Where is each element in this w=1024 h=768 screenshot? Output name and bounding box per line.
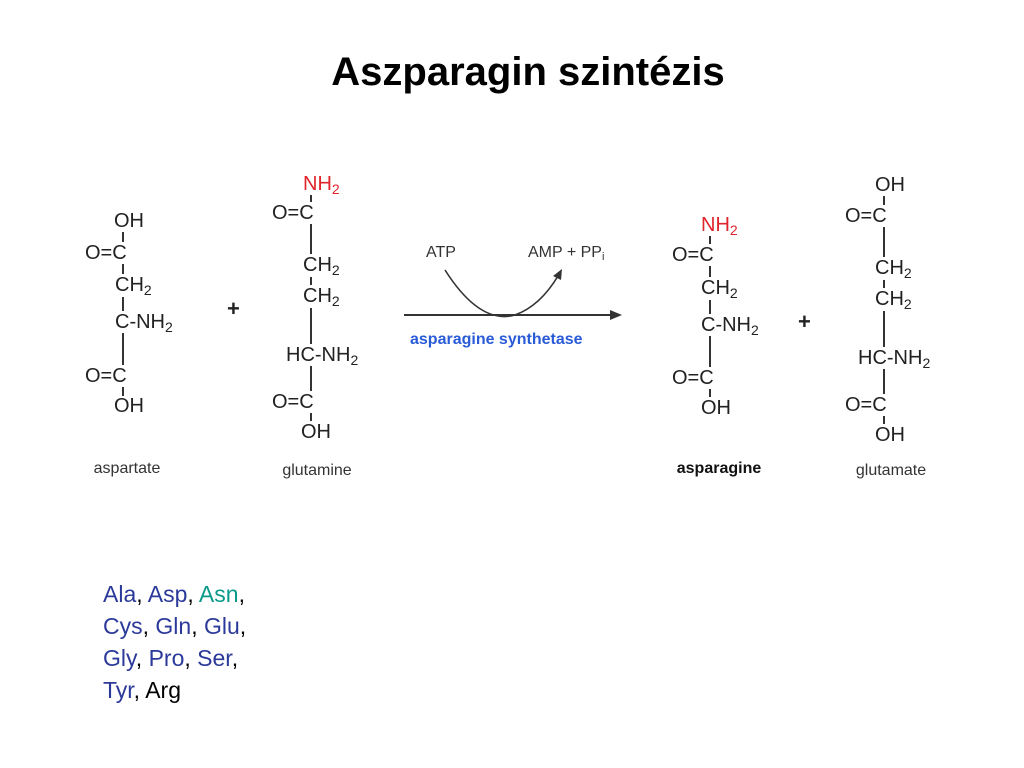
bond-line [310,366,312,391]
carboxyl-carbon-label: O=C [85,365,127,387]
bond-line [709,389,711,397]
carboxyl-carbon-label: O=C [845,394,887,416]
bond-line [883,416,885,424]
carboxyl-carbon-label: O=C [272,391,314,413]
alpha-carbon-label: HC-NH2 [286,344,359,368]
alpha-carbon-label: C-NH2 [701,314,759,338]
amino-acid-item-highlight: Asn [198,581,239,607]
bond-line [883,227,885,257]
bond-line [310,195,312,202]
bond-line [310,413,312,421]
amino-acid-line: Tyr, Arg [103,677,181,703]
amino-acid-item: Ala [103,581,137,607]
ch2-label: CH2 [875,257,912,281]
carboxyl-carbon-label: O=C [672,367,714,389]
hydroxyl-label-bottom: OH [114,395,144,417]
bond-line [883,369,885,394]
bond-line [883,280,885,288]
enzyme-label: asparagine synthetase [410,331,583,348]
carbonyl-label: O=C [85,242,127,264]
ch2-label: CH2 [701,277,738,301]
amino-acid-item: Asp [147,581,188,607]
amino-acid-line: Cys, Gln, Glu, [103,613,247,639]
plus-sign: + [227,296,240,321]
amino-acid-item: Cys [103,613,143,639]
bond-line [122,232,124,242]
bond-line [709,266,711,277]
aspartate-name: aspartate [93,460,161,477]
hydroxyl-label: OH [701,397,731,419]
hydroxyl-label-bottom: OH [875,424,905,446]
bond-line [122,387,124,396]
ch2-label: CH2 [875,288,912,312]
amp-ppi-label: AMP + PPi [528,244,605,263]
amino-acid-line: Gly, Pro, Ser, [103,645,239,671]
hydroxyl-label: OH [114,210,144,232]
bond-line [883,196,885,205]
hydroxyl-label: OH [301,421,331,443]
bond-line [883,311,885,347]
amino-acid-item: Ser [197,645,232,671]
ch2-label: CH2 [303,254,340,278]
carbonyl-label: O=C [672,244,714,266]
slide-title: Aszparagin szintézis [331,50,725,94]
amino-acid-item: Glu [203,613,240,639]
amino-acid-line: Ala, Asp, Asn, [103,581,245,607]
carbonyl-label: O=C [845,205,887,227]
amino-acid-item: Tyr [103,677,134,703]
atp-label: ATP [426,244,456,261]
reaction-arrow [404,269,622,320]
ch2-label: CH2 [303,285,340,309]
carbonyl-label: O=C [272,202,314,224]
hydroxyl-label: OH [875,174,905,196]
amide-nh2-label: NH2 [701,214,738,238]
bond-line [709,236,711,244]
amino-acid-item: Arg [145,677,181,703]
alpha-carbon-label: C-NH2 [115,311,173,335]
bond-line [122,333,124,365]
amino-acid-item: Pro [148,645,185,671]
amino-acid-item: Gln [155,613,192,639]
bond-line [310,224,312,254]
bond-line [122,297,124,311]
amino-acid-item: Gly [103,645,136,671]
asparagine-name: asparagine [676,460,762,477]
ch2-label: CH2 [115,274,152,298]
amino-acid-list: Ala, Asp, Asn, Cys, Gln, Glu, Gly, Pro, … [103,578,246,706]
alpha-carbon-label: HC-NH2 [858,347,931,371]
plus-sign: + [798,309,811,334]
amide-nh2-label: NH2 [303,173,340,197]
bond-line [709,300,711,314]
bond-line [310,277,312,285]
bond-line [709,336,711,367]
glutamate-name: glutamate [855,462,927,479]
bond-line [310,308,312,344]
glutamine-name: glutamine [282,462,352,479]
bond-line [122,264,124,274]
